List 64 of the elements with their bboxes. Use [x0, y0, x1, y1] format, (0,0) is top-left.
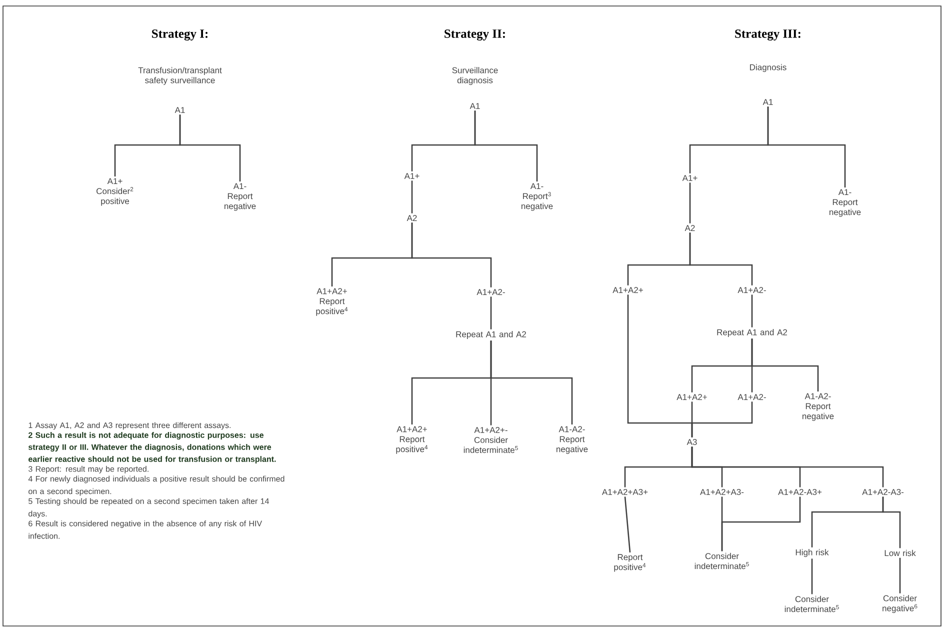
strategy-heading: Strategy I: [152, 29, 208, 41]
connector-line [474, 110, 538, 182]
result-text: A1+A2+- Consider indeterminate$^{5}$ [464, 427, 518, 453]
connector-line [624, 496, 631, 553]
result-text: Low risk [884, 550, 916, 556]
result-text: A1+ Consider$^{2}$ positive [96, 178, 134, 206]
result-text: A2 [684, 225, 695, 231]
result-text: A1- Report negative [224, 183, 256, 211]
result-text: A1+A2+A3+ [602, 489, 648, 495]
result-text: A2 [406, 215, 417, 221]
result-text: A1+A2- [738, 394, 766, 400]
connector-line [767, 106, 846, 188]
result-text: Consider indeterminate$^{5}$ [784, 596, 839, 612]
strategy-heading: Strategy II: [444, 29, 505, 41]
description-text: Surveillance diagnosis [452, 67, 498, 85]
connector-line [751, 338, 819, 392]
result-text: High risk [796, 549, 829, 557]
connector-line [411, 222, 492, 288]
connector-line [721, 496, 801, 552]
connector-line [411, 180, 413, 214]
connector-line [689, 232, 753, 286]
connector-line [882, 496, 901, 548]
result-text: A1 [470, 103, 480, 109]
footnote: 4 For newly diagnosed individuals a positive result should be confirmed on a second specimen. [28, 476, 284, 496]
description-text: Transfusion/transplant safety surveillance [138, 67, 222, 85]
result-text: A3 [686, 439, 697, 445]
strategy-heading: Strategy III: [735, 29, 800, 41]
footnote: 3 Report: result may be reported. [28, 466, 148, 474]
connector-line [691, 446, 884, 488]
connector-line [689, 182, 691, 224]
result-text: Consider negative$^{6}$ [882, 595, 918, 613]
result-text: A1-A2- Report negative [802, 393, 834, 421]
result-text: A1+ [404, 173, 420, 179]
result-text: Repeat A1 and A2 [717, 329, 787, 337]
result-text: A1+A2+A3- [700, 489, 744, 495]
description-text: Diagnosis [750, 64, 786, 72]
result-text: A1+A2+ Report positive$^{4}$ [316, 288, 348, 316]
footnote: 2 Such a result is not adequate for diagnostic purposes: use strategy II or III. Whatever the diagnosis, donations which were earlier reactive should not be used for transfusion or transplant. [28, 432, 276, 464]
connector-line [899, 558, 901, 594]
result-text: A1+A2- [738, 287, 766, 293]
result-text: A1+A2-A3- [862, 489, 904, 495]
footnote: 1 Assay A1, A2 and A3 represent three different assays. [28, 422, 231, 430]
footnote: 6 Result is considered negative in the absence of any risk of HIV infection. [28, 520, 262, 539]
result-text: A1+A2+ Report positive$^{4}$ [396, 426, 428, 454]
connector-line [490, 296, 492, 330]
result-text: A1+A2- [476, 289, 505, 295]
result-text: A1 [762, 99, 773, 105]
result-text: A1+A2-A3+ [778, 489, 822, 495]
result-text: A1-A2- Report negative [556, 426, 588, 454]
connector-line [179, 114, 241, 182]
result-text: A1- Report negative [830, 189, 861, 217]
connector-line [751, 294, 753, 328]
result-text: A1+A2+ [612, 287, 643, 293]
connector-line [490, 340, 573, 424]
result-text: A1- Report$^{3}$ negative [522, 183, 553, 211]
connector-line [811, 558, 813, 594]
result-text: A1 [174, 107, 185, 113]
result-text: Consider indeterminate$^{5}$ [694, 552, 749, 570]
result-text: Repeat A1 and A2 [456, 331, 526, 339]
result-text: Report positive$^{4}$ [614, 554, 646, 572]
result-text: A1+ [682, 175, 698, 181]
result-text: A1+A2+ [676, 394, 707, 400]
connector-line [691, 402, 753, 438]
footnote: 5 Testing should be repeated on a second specimen taken after 14 days. [28, 498, 269, 518]
